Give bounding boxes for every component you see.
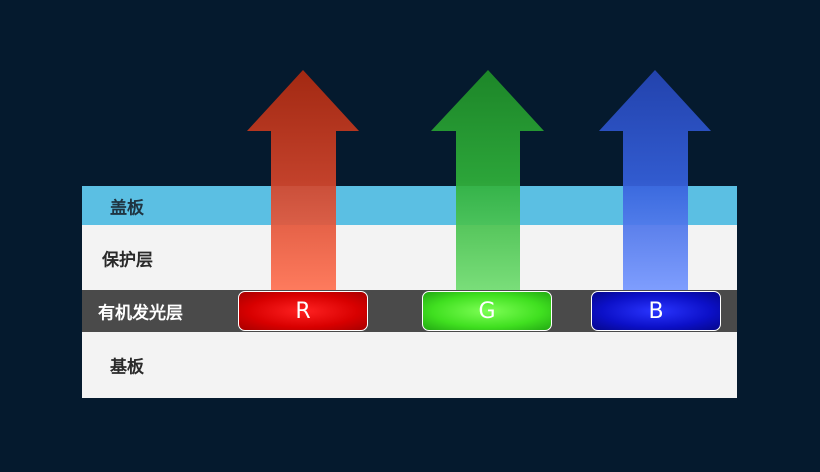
blue-subpixel-label: B — [648, 298, 664, 324]
red-subpixel: R — [238, 291, 368, 331]
green-subpixel: G — [422, 291, 552, 331]
protective-layer-label: 保护层 — [102, 250, 153, 270]
substrate-layer: 基板 — [82, 332, 737, 398]
green-light-arrow — [431, 70, 544, 290]
organic-emissive-layer-label: 有机发光层 — [98, 303, 183, 324]
red-light-arrow — [247, 70, 359, 290]
cover-glass-label: 盖板 — [110, 198, 144, 218]
substrate-label: 基板 — [110, 357, 144, 378]
blue-light-arrow — [599, 70, 711, 290]
blue-subpixel: B — [591, 291, 721, 331]
green-subpixel-label: G — [478, 298, 496, 324]
red-subpixel-label: R — [295, 298, 311, 324]
